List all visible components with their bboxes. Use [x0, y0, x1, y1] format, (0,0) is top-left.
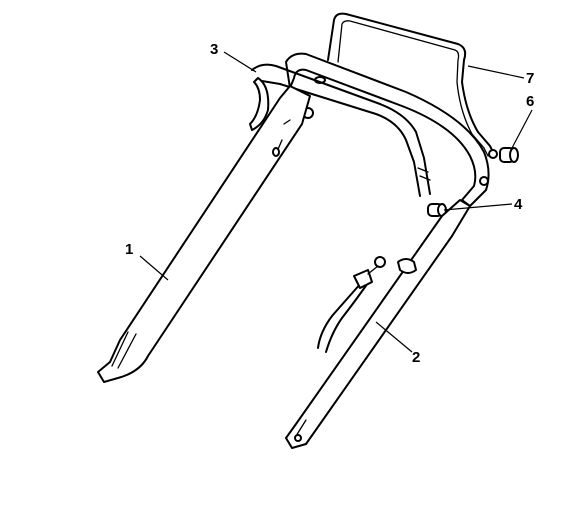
leader-line-4 [443, 203, 513, 211]
leader-line-3 [223, 51, 257, 73]
leader-line-7 [467, 65, 525, 79]
cable-part-2 [317, 256, 386, 353]
callout-2: 2 [412, 349, 420, 366]
control-bail-part-7 [327, 12, 498, 159]
callout-6: 6 [526, 93, 534, 110]
control-bar-part-3 [249, 63, 431, 197]
callout-4: 4 [514, 196, 523, 213]
leader-line-1 [139, 255, 169, 281]
left-handle-tube-part-1 [97, 85, 311, 383]
leader-line-6 [511, 109, 533, 149]
callout-7: 7 [526, 70, 534, 87]
knob-part-6 [499, 147, 519, 163]
leader-line-2 [375, 321, 413, 353]
callout-1: 1 [125, 241, 133, 258]
callout-3: 3 [210, 41, 218, 58]
upper-handle-crossbar [285, 52, 490, 207]
